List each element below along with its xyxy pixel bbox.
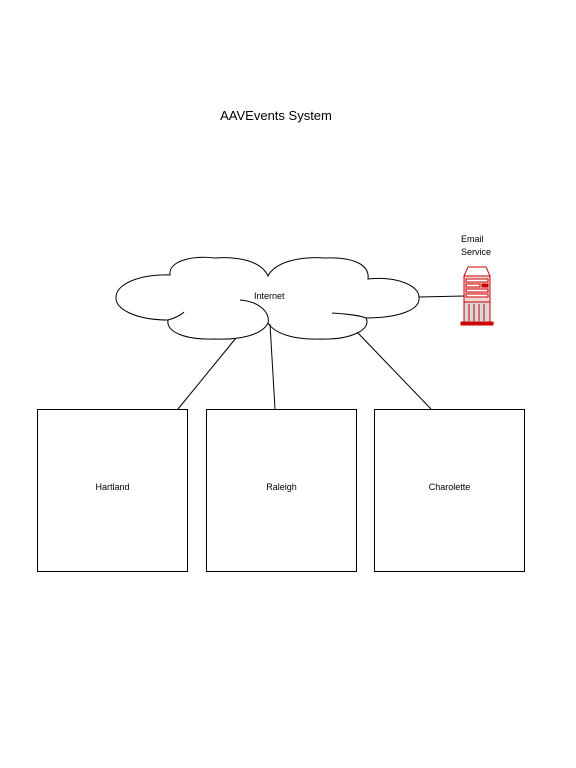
edge-internet-raleigh	[269, 323, 276, 410]
site-box-raleigh: Raleigh	[206, 409, 357, 572]
diagram-title: AAVEvents System	[220, 108, 332, 123]
cloud-fold-bottom	[167, 311, 185, 321]
email-label-line2: Service	[461, 247, 492, 257]
email-label-line1: Email	[461, 234, 484, 244]
site-label-hartland: Hartland	[95, 481, 130, 492]
internet-label: Internet	[254, 291, 285, 301]
site-label-charolette: Charolette	[428, 481, 471, 492]
site-label-raleigh: Raleigh	[266, 481, 297, 492]
site-box-charolette: Charolette	[374, 409, 525, 572]
edge-internet-charolette	[356, 331, 432, 410]
site-box-hartland: Hartland	[37, 409, 188, 572]
internet-cloud-icon	[115, 256, 420, 340]
email-server-icon	[460, 266, 494, 326]
cloud-fold-right	[331, 312, 367, 319]
cloud-fold-left	[239, 299, 269, 324]
edge-internet-hartland	[177, 337, 237, 410]
edge-internet-email	[418, 295, 465, 298]
email-service-label: Email Service	[461, 233, 511, 259]
